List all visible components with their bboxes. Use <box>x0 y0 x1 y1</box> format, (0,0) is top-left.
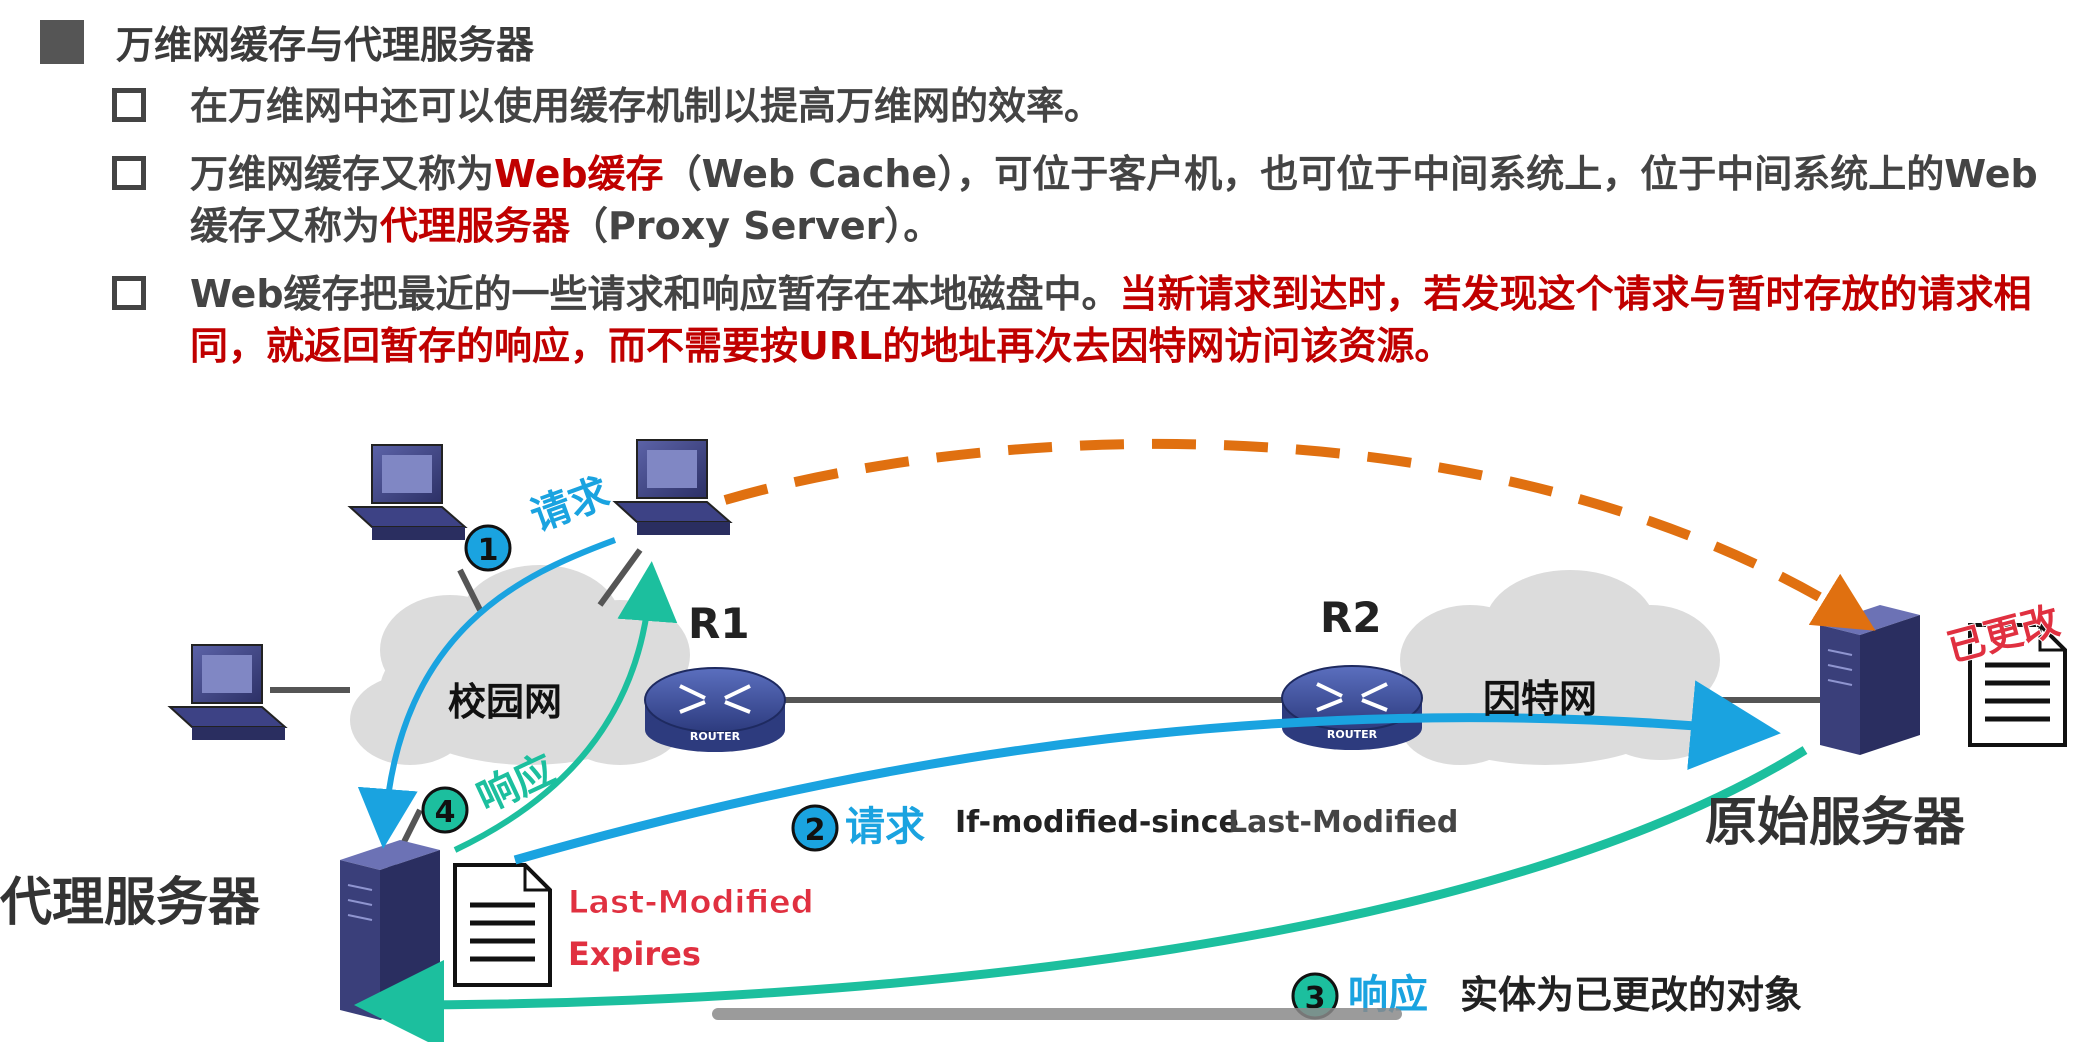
bullet-box-icon <box>112 156 146 190</box>
step2-request-arrow <box>513 680 1781 865</box>
internet-label: 因特网 <box>1483 677 1597 721</box>
bullet-1-text: 在万维网中还可以使用缓存机制以提高万维网的效率。 <box>190 80 2090 132</box>
bullet-2-web-cache: Web缓存 <box>494 152 664 196</box>
step3-note: 实体为已更改的对象 <box>1460 973 1802 1017</box>
step2-badge: 2 <box>791 804 839 852</box>
cache-last-modified-field: Last-Modified <box>568 883 814 921</box>
step1-number: 1 <box>478 533 499 568</box>
bullet-3-part1: Web缓存把最近的一些请求和响应暂存在本地磁盘中。 <box>190 272 1120 316</box>
router-r2-caption: ROUTER <box>1327 728 1378 741</box>
router-r2-icon: ROUTER <box>1281 665 1423 750</box>
router-r1-icon: ROUTER <box>644 667 786 752</box>
bullet-3-text: Web缓存把最近的一些请求和响应暂存在本地磁盘中。当新请求到达时，若发现这个请求… <box>190 268 2090 372</box>
proxy-server-icon <box>340 840 440 1020</box>
bullet-2-text: 万维网缓存又称为Web缓存（Web Cache），可位于客户机，也可位于中间系统… <box>190 148 2050 252</box>
last-modified-header: Last-Modified <box>1228 805 1458 840</box>
origin-server-label: 原始服务器 <box>1705 793 1966 853</box>
orange-direct-request-arrow <box>723 438 1876 631</box>
step3-badge: 3 <box>1291 972 1339 1020</box>
step4-response-arrow <box>453 561 678 853</box>
step1-label: 请求 <box>525 470 616 541</box>
router-r2-label: R2 <box>1320 593 1382 642</box>
origin-document-icon <box>1968 623 2067 747</box>
horizontal-scrollbar[interactable] <box>712 1008 1402 1020</box>
bullet-1: 在万维网中还可以使用缓存机制以提高万维网的效率。 <box>112 80 2090 132</box>
bullet-1-sentence: 在万维网中还可以使用缓存机制以提高万维网的效率。 <box>190 84 1103 128</box>
router-r1-caption: ROUTER <box>690 730 741 743</box>
step3-number: 3 <box>1305 981 1326 1016</box>
client-pc-icon <box>347 444 468 540</box>
if-modified-since-header: If-modified-since <box>955 805 1239 840</box>
bullet-3: Web缓存把最近的一些请求和响应暂存在本地磁盘中。当新请求到达时，若发现这个请求… <box>112 268 2090 372</box>
bullet-3-highlight: 当新请求到达时，若发现这个请求与暂时存放的请求相同，就返回暂存的响应，而不需要按… <box>190 272 2032 368</box>
client-pc-icon <box>167 644 288 740</box>
step1-request-arrow <box>357 537 617 849</box>
step4-number: 4 <box>435 795 456 830</box>
network-diagram: ROUTER ROUTER <box>0 438 2067 1042</box>
step2-label: 请求 <box>845 804 925 850</box>
proxy-server-label: 代理服务器 <box>0 873 261 933</box>
bullet-box-icon <box>112 276 146 310</box>
campus-network-label: 校园网 <box>448 680 562 724</box>
step1-badge: 1 <box>464 524 512 572</box>
bullet-2-part3: （Proxy Server）。 <box>570 204 942 248</box>
step4-badge: 4 <box>421 786 469 834</box>
bullet-2-proxy-server: 代理服务器 <box>380 204 571 248</box>
origin-server-icon <box>1820 605 1920 755</box>
bullet-2-part1: 万维网缓存又称为 <box>190 152 495 196</box>
heading-square-icon <box>40 19 84 64</box>
bullet-box-icon <box>112 88 146 122</box>
cache-expires-field: Expires <box>568 935 701 973</box>
slide-title: 万维网缓存与代理服务器 <box>116 23 535 67</box>
router-r1-label: R1 <box>688 599 750 648</box>
step2-number: 2 <box>805 813 826 848</box>
client-pc-icon <box>612 439 733 535</box>
bullet-2: 万维网缓存又称为Web缓存（Web Cache），可位于客户机，也可位于中间系统… <box>112 148 2050 252</box>
cached-document-icon <box>453 863 552 987</box>
internet-cloud <box>1395 570 1725 765</box>
bullet-2-part2: （Web Cache），可位于客户机，也可位于中间系统上，位于中间系统上的Web… <box>190 152 2038 248</box>
step3-response-arrow <box>354 746 1808 1042</box>
slide-header: 万维网缓存与代理服务器 <box>40 14 534 69</box>
